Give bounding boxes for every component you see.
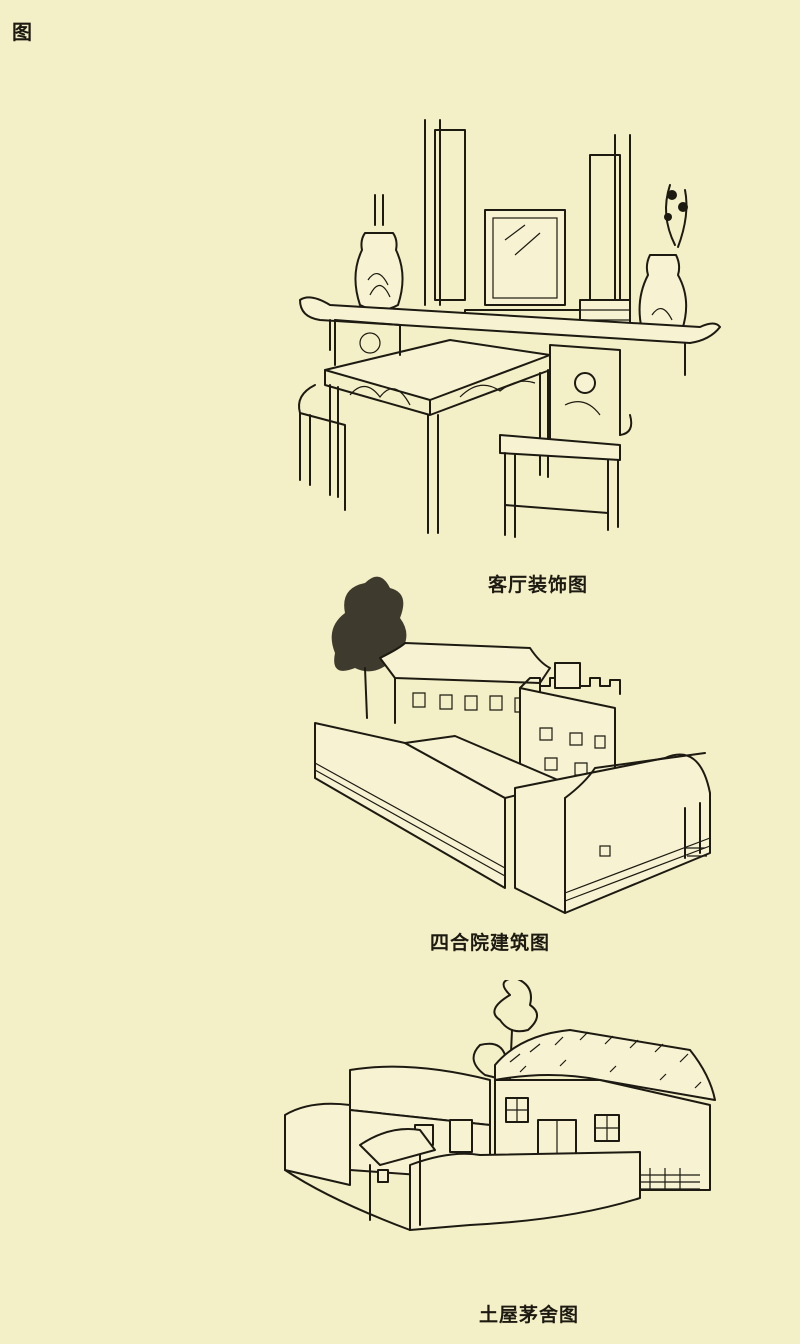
caption-living-room: 客厅装饰图 [488, 574, 589, 596]
thatched-hut-illustration [270, 980, 720, 1250]
courtyard-house-illustration [305, 568, 725, 918]
corner-character: 图 [12, 20, 32, 44]
caption-thatched-hut: 土屋茅舍图 [479, 1304, 580, 1326]
living-room-illustration [290, 115, 730, 545]
caption-courtyard-house: 四合院建筑图 [430, 932, 551, 954]
